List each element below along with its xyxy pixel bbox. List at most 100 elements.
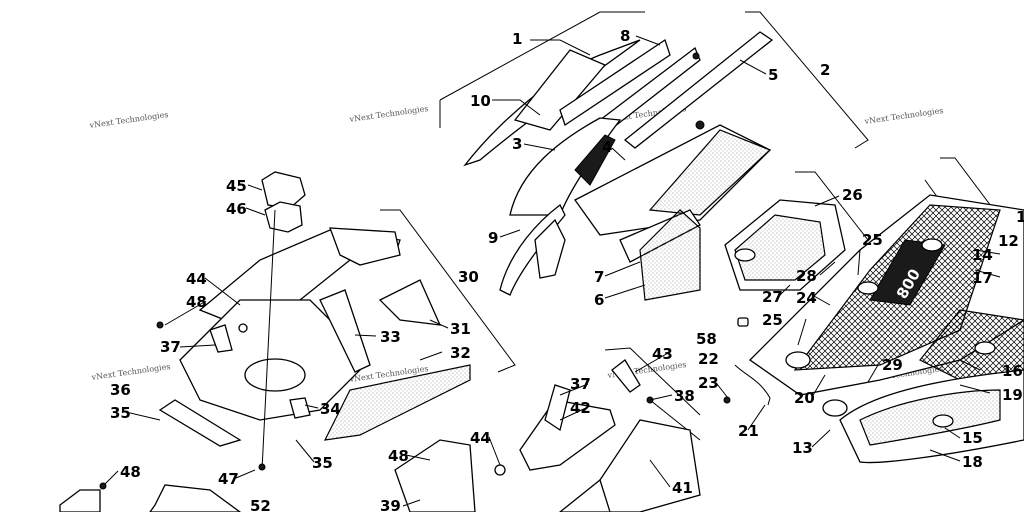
callout-41: 41 — [672, 479, 693, 497]
callout-48c: 48 — [388, 447, 409, 465]
callout-38: 38 — [674, 387, 695, 405]
gauge-opening — [244, 358, 306, 392]
panel-48 — [59, 489, 101, 512]
vent-4 — [574, 134, 616, 186]
left-console — [59, 171, 471, 512]
foam-pad-6 — [639, 209, 701, 301]
trim-strip-8 — [559, 38, 671, 127]
grommet-icon — [494, 464, 506, 476]
right-side-panel: 800 — [723, 194, 1024, 464]
callout-12: 12 — [998, 232, 1019, 250]
lower-center — [394, 359, 701, 512]
panel-42 — [519, 399, 616, 471]
wire-harness — [734, 364, 771, 406]
trim-36 — [158, 399, 242, 447]
grommet-icon — [822, 399, 848, 417]
callout-52: 52 — [250, 497, 271, 512]
connector-icon — [723, 396, 731, 404]
callout-18: 18 — [962, 453, 983, 471]
bracket-37 — [544, 384, 571, 432]
callout-15: 15 — [962, 429, 983, 447]
decal-14 — [869, 239, 946, 306]
bracket-9 — [534, 218, 566, 279]
callout-48b: 48 — [120, 463, 141, 481]
callout-21: 21 — [738, 422, 759, 440]
hood-panel-3 — [509, 117, 622, 216]
screw-icon — [238, 323, 248, 333]
callout-16: 16 — [1002, 362, 1023, 380]
clip-icon — [737, 317, 749, 327]
grommet-icon — [734, 248, 756, 262]
lower-panel-pad — [859, 389, 1001, 446]
console-rear — [329, 227, 401, 266]
callout-37b: 37 — [570, 375, 591, 393]
grommet-icon — [974, 341, 996, 355]
callout-39: 39 — [380, 497, 401, 512]
callouts: 1 2 3 4 5 6 7 8 9 10 11 12 13 14 15 16 1… — [110, 27, 1024, 512]
callout-43: 43 — [652, 345, 673, 363]
grommet-icon — [785, 351, 811, 369]
callout-3: 3 — [512, 135, 522, 153]
callout-31: 31 — [450, 320, 471, 338]
callout-9: 9 — [488, 229, 498, 247]
callout-14: 14 — [972, 246, 993, 264]
callout-1: 1 — [512, 30, 522, 48]
callout-30: 30 — [458, 268, 479, 286]
watermark: vNext Technologies — [88, 110, 169, 130]
callout-35: 35 — [110, 404, 131, 422]
hood-rail-5 — [623, 31, 774, 149]
callout-10: 10 — [470, 92, 491, 110]
panel-lower — [558, 478, 611, 512]
callout-48: 48 — [186, 293, 207, 311]
watermark: vNext Technologies — [348, 104, 429, 124]
screw-icon — [258, 463, 266, 471]
bracket-33 — [319, 289, 371, 373]
callout-44: 44 — [186, 270, 207, 288]
callout-7: 7 — [594, 268, 604, 286]
callout-20: 20 — [794, 389, 815, 407]
leader-lines — [103, 35, 1001, 507]
callout-47: 47 — [218, 470, 239, 488]
callout-2: 2 — [820, 61, 830, 79]
callout-58: 58 — [696, 330, 717, 348]
mount-line — [261, 209, 276, 471]
hood-assembly — [463, 31, 774, 301]
callout-33: 33 — [380, 328, 401, 346]
grommet-icon — [921, 238, 943, 252]
rivet-icon — [692, 52, 700, 60]
callout-25: 25 — [862, 231, 883, 249]
callout-4: 4 — [602, 138, 612, 156]
callout-28: 28 — [796, 267, 817, 285]
callout-29: 29 — [882, 356, 903, 374]
callout-46: 46 — [226, 200, 247, 218]
callout-19: 19 — [1002, 386, 1023, 404]
callout-22: 22 — [698, 350, 719, 368]
bezel-45 — [261, 171, 306, 209]
panel-39 — [394, 439, 476, 512]
callout-5: 5 — [768, 66, 778, 84]
callout-36: 36 — [110, 381, 131, 399]
callout-42: 42 — [570, 399, 591, 417]
rivet-icon — [695, 120, 705, 130]
windshield-1 — [513, 49, 607, 131]
bezel-46 — [264, 201, 303, 233]
panel-52 — [149, 484, 242, 512]
callout-17: 17 — [972, 269, 993, 287]
callout-6: 6 — [594, 291, 604, 309]
callout-44b: 44 — [470, 429, 491, 447]
bracket-43 — [611, 359, 641, 393]
callout-23: 23 — [698, 374, 719, 392]
panel-26-pad — [734, 214, 826, 281]
callout-35b: 35 — [312, 454, 333, 472]
callout-25b: 25 — [762, 311, 783, 329]
watermark: vNext Technologies — [90, 362, 171, 382]
bracket-34 — [289, 397, 311, 419]
grommet-icon — [857, 281, 879, 295]
screw-icon — [156, 321, 164, 329]
panel-31 — [378, 279, 442, 326]
callout-27: 27 — [762, 288, 783, 306]
callout-34: 34 — [320, 400, 341, 418]
watermark: vNext Technologies — [863, 106, 944, 126]
